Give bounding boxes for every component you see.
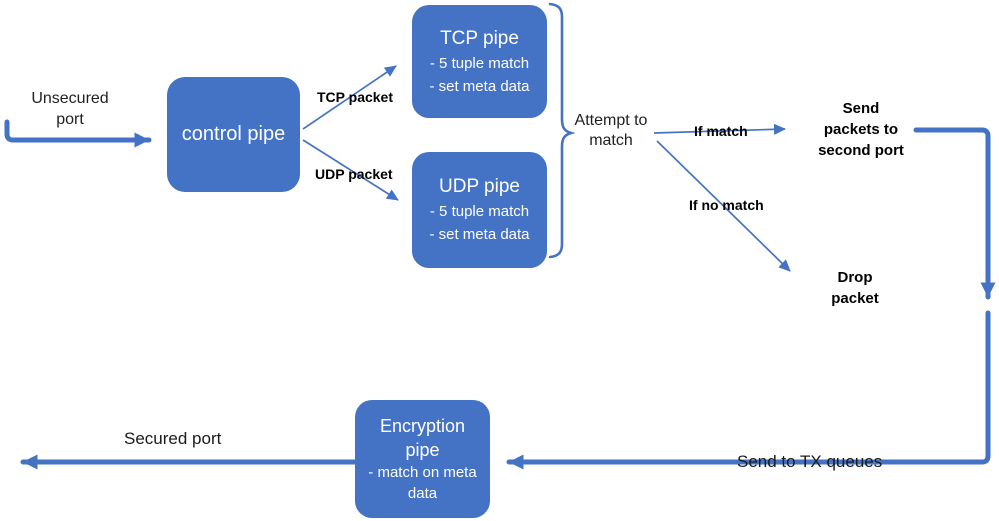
encryption-pipe-item: - match on meta data xyxy=(368,464,477,502)
if-no-match-label: If no match xyxy=(689,197,764,213)
tcp-packet-label: TCP packet xyxy=(317,89,393,105)
if-match-arrow xyxy=(653,123,786,135)
control-pipe-label: control pipe xyxy=(181,123,286,145)
unsecured-port-label: Unsecured port xyxy=(31,90,109,128)
node-control-pipe: control pipe xyxy=(167,77,300,192)
tx-queues-arrow xyxy=(506,310,991,470)
control-to-udp-arrow xyxy=(302,139,399,201)
node-tcp-pipe: TCP pipe - 5 tuple match - set meta data xyxy=(412,5,547,118)
udp-pipe-title: UDP pipe xyxy=(439,176,520,197)
send-packets-label: Send packets to second port xyxy=(818,100,904,159)
drop-packet-label: Drop packet xyxy=(831,269,879,307)
send-to-tx-queues-label: Send to TX queues xyxy=(737,452,883,471)
if-match-label: If match xyxy=(694,123,748,139)
udp-pipe-item: - 5 tuple match xyxy=(429,203,530,220)
encryption-pipe-title: Encryption pipe xyxy=(379,416,466,460)
tcp-pipe-item: - set meta data xyxy=(429,77,530,95)
udp-pipe-item: - set meta data xyxy=(429,226,530,243)
control-to-tcp-arrow xyxy=(302,65,397,130)
second-port-down-arrow xyxy=(913,127,996,300)
unsecured-port-arrow xyxy=(4,119,152,148)
node-udp-pipe: UDP pipe - 5 tuple match - set meta data xyxy=(412,152,547,268)
node-encryption-pipe: Encryption pipe - match on meta data xyxy=(355,400,490,518)
tcp-pipe-item: - 5 tuple match xyxy=(429,54,530,72)
attempt-to-match-label: Attempt to match xyxy=(574,112,648,149)
udp-packet-label: UDP packet xyxy=(315,166,393,182)
pipes-brace xyxy=(548,2,576,259)
tcp-pipe-title: TCP pipe xyxy=(440,27,519,49)
secured-port-label: Secured port xyxy=(124,429,222,448)
if-no-match-arrow xyxy=(656,140,791,272)
